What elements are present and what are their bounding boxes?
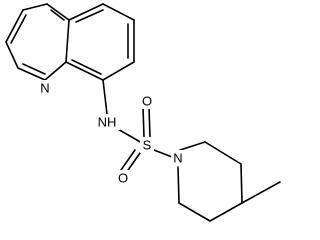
oxygen-top-label: O (142, 94, 152, 109)
bond (102, 61, 135, 81)
bond (5, 41, 19, 69)
benzene-ring (65, 3, 135, 81)
double-bond (22, 63, 46, 75)
bond (17, 67, 46, 81)
amine-nh: NH (96, 114, 120, 130)
quinoline-nitrogen-label: N (40, 81, 49, 96)
bond (102, 3, 135, 21)
double-bond (50, 9, 65, 21)
bond (5, 9, 24, 43)
double-bond (142, 106, 145, 138)
bond (178, 202, 211, 222)
bond (65, 61, 104, 81)
double-bond (120, 149, 136, 171)
pyridine-ring (5, 3, 70, 81)
double-bond (148, 106, 151, 138)
sulfur-atom: S (140, 137, 154, 153)
bond (22, 3, 48, 11)
atom-labels: N NH S O O N (38, 80, 186, 186)
piperidine-nitrogen-label: N (173, 151, 182, 166)
piperidine-ring (177, 141, 281, 222)
sulfur-label: S (143, 138, 152, 153)
bond (102, 79, 108, 115)
bond (44, 61, 67, 81)
chemical-structure: N NH S O O N (5, 3, 281, 222)
piperidine-nitrogen: N (171, 150, 186, 166)
bond (179, 141, 206, 151)
methyl-bond (241, 181, 281, 204)
bond (209, 202, 243, 222)
amine-nh-label: NH (98, 115, 117, 130)
bond (115, 127, 143, 144)
bond (240, 163, 243, 204)
quinoline-nitrogen: N (38, 80, 53, 96)
oxygen-bottom-label: O (118, 171, 128, 186)
oxygen-top: O (139, 93, 155, 109)
bond (204, 141, 242, 165)
bond (177, 166, 180, 204)
bond (68, 3, 104, 21)
oxygen-bottom: O (115, 170, 131, 186)
double-bond (10, 14, 27, 44)
sulfonamide-linker (102, 79, 173, 174)
double-bond (75, 9, 104, 23)
bond (65, 19, 70, 63)
double-bond (125, 152, 141, 174)
bond (153, 149, 173, 158)
double-bond (71, 59, 102, 75)
bond (46, 3, 70, 21)
